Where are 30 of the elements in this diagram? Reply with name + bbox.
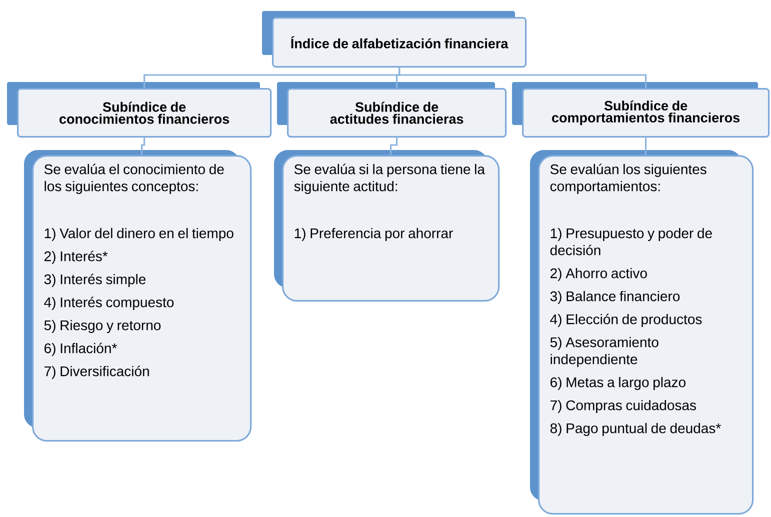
intro-text: Se evalúa el conocimiento de los siguientes conceptos: bbox=[44, 164, 224, 194]
connector-line bbox=[390, 138, 398, 155]
connector-line bbox=[141, 138, 146, 155]
list-item: 2) Interés* bbox=[44, 250, 108, 264]
heading-box: Subíndice de comportamientos financieros bbox=[512, 82, 770, 138]
intro-text: Se evalúan los siguientes comportamientos: bbox=[550, 164, 706, 194]
heading-box: Subíndice de conocimientos financieros bbox=[7, 82, 272, 138]
description-box bbox=[24, 150, 252, 442]
list-item: 6) Metas a largo plazo bbox=[550, 376, 686, 390]
list-item: 7) Compras cuidadosas bbox=[550, 400, 696, 413]
list-item: 3) Interés simple bbox=[44, 274, 146, 288]
list-item: 6) Inflación* bbox=[44, 342, 117, 356]
heading-box: Subíndice de actitudes financieras bbox=[277, 82, 507, 138]
intro-text: Se evalúa si la persona tiene la siguiente actitud: bbox=[294, 164, 485, 194]
list-item: 1) Preferencia por ahorrar bbox=[294, 228, 453, 242]
list-item: 5) Riesgo y retorno bbox=[44, 320, 161, 334]
list-item: 4) Interés compuesto bbox=[44, 296, 174, 310]
description-box bbox=[530, 150, 754, 515]
list-item: 1) Valor del dinero en el tiempo bbox=[44, 228, 234, 242]
list-item: 5) Asesoramiento independiente bbox=[550, 336, 658, 368]
description-box bbox=[274, 150, 500, 302]
list-item: 3) Balance financiero bbox=[550, 290, 680, 304]
connector-line bbox=[398, 68, 647, 88]
list-item: 4) Elección de productos bbox=[550, 314, 702, 328]
list-item: 2) Ahorro activo bbox=[550, 268, 647, 282]
list-item: 8) Pago puntual de deudas* bbox=[550, 422, 721, 436]
heading-box: Índice de alfabetización financiera bbox=[262, 11, 527, 68]
list-item: 1) Presupuesto y poder de decisión bbox=[550, 228, 712, 256]
list-item: 7) Diversificación bbox=[44, 366, 149, 380]
connector-line bbox=[645, 138, 647, 155]
